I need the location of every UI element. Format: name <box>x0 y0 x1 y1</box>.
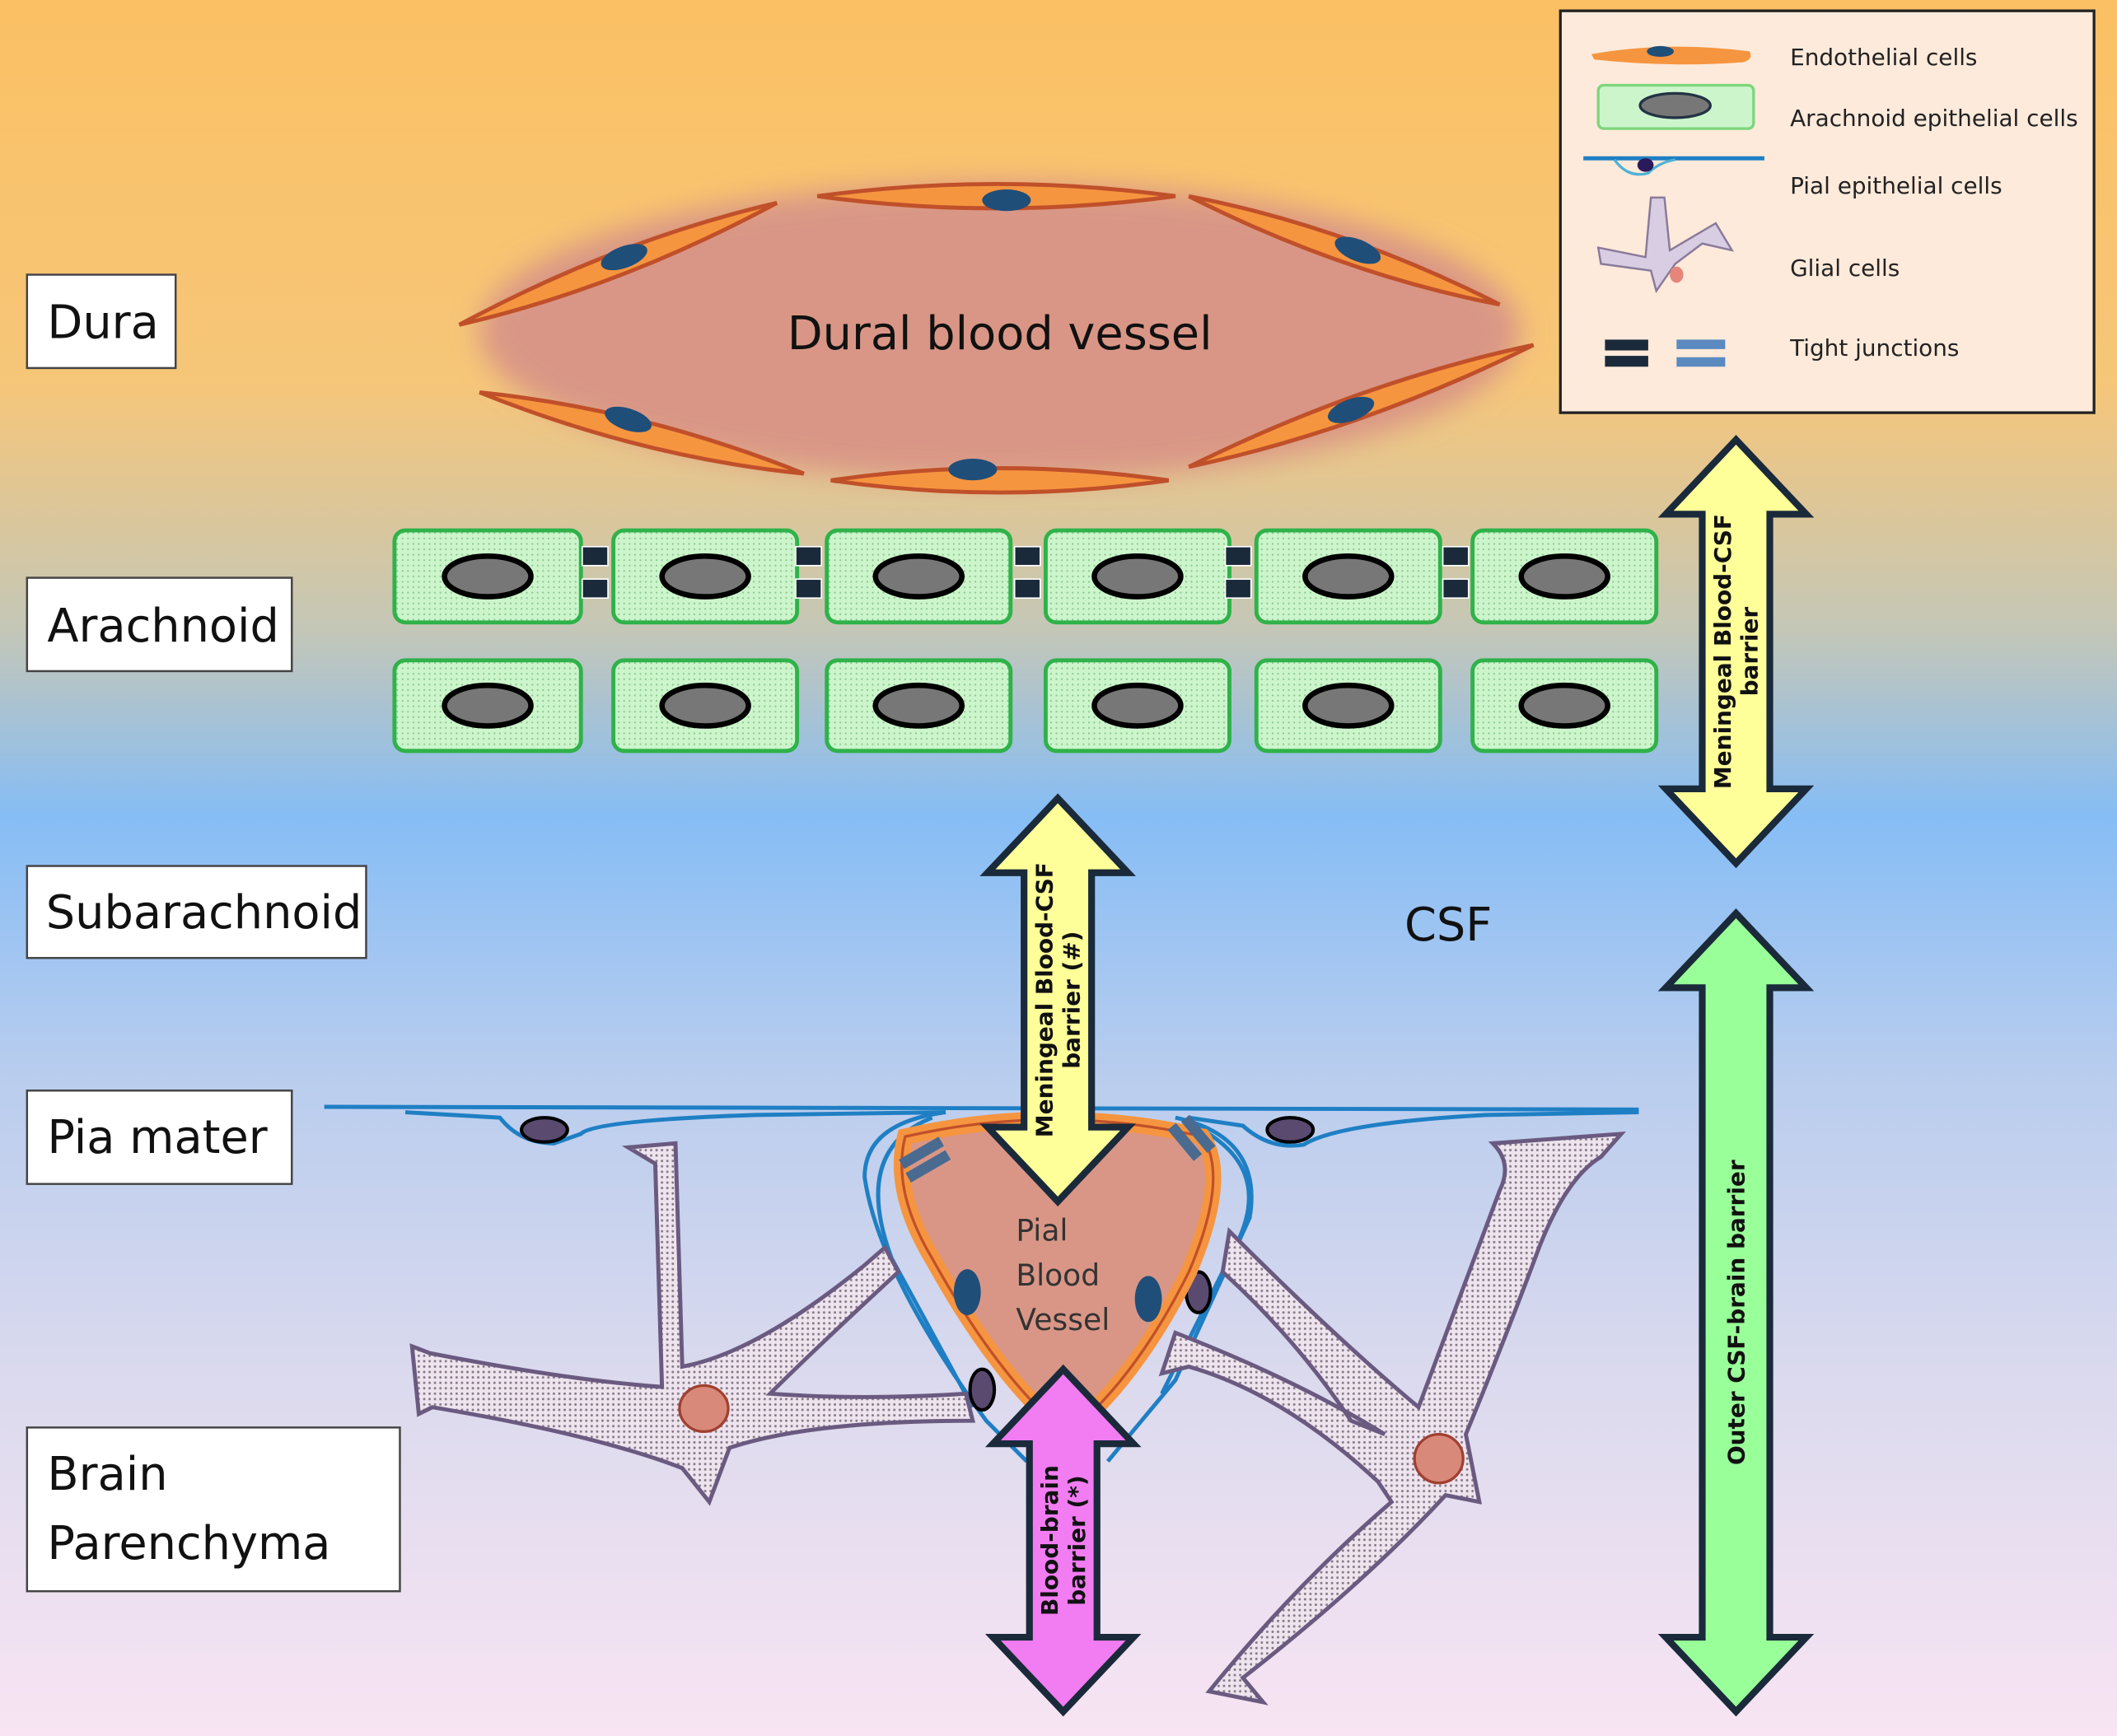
arachnoid-nucleus <box>1091 553 1184 600</box>
endothelial-nucleus <box>982 189 1031 212</box>
tight-junction-icon <box>1605 339 1726 367</box>
pial-cell-nucleus <box>520 1116 569 1144</box>
endothelial-nucleus <box>953 1269 981 1316</box>
arachnoid-nucleus <box>659 553 751 600</box>
blood-brain-barrier-arrow-label-1: Blood-brain <box>1036 1465 1063 1616</box>
svg-text:Arachnoid: Arachnoid <box>47 600 279 653</box>
arachnoid-nucleus <box>1518 553 1610 600</box>
tight-junction-icon <box>1167 1122 1203 1161</box>
endothelial-cell-icon <box>1591 45 1751 65</box>
pial-cell-nucleus <box>968 1367 997 1412</box>
tight-junction <box>1442 578 1470 600</box>
layer-label-brain-parenchyma: Brain Parenchyma <box>26 1426 401 1593</box>
layer-label-subarachnoid: Subarachnoid <box>26 865 367 959</box>
svg-text:Pia mater: Pia mater <box>47 1111 267 1164</box>
meningeal-blood-csf-barrier-arrow-right-label-2: barrier <box>1736 607 1764 697</box>
tight-junction <box>1013 545 1041 567</box>
dural-blood-vessel: Dural blood vessel <box>458 182 1535 495</box>
outer-csf-brain-barrier-arrow-label-1: Outer CSF-brain barrier <box>1722 1160 1750 1465</box>
tight-junction <box>795 578 822 600</box>
tight-junction <box>582 578 609 600</box>
endothelial-nucleus <box>601 244 647 271</box>
endothelial-cell <box>830 466 1170 495</box>
endothelial-cells <box>458 182 1535 495</box>
meningeal-blood-csf-barrier-arrow-middle-label-1: Meningeal Blood-CSF <box>1031 862 1058 1137</box>
svg-text:Dura: Dura <box>47 296 158 350</box>
svg-text:Parenchyma: Parenchyma <box>47 1517 330 1570</box>
pial-cell-nucleus <box>1265 1116 1316 1144</box>
pial-blood-vessel: Pial Blood Vessel <box>893 1111 1222 1445</box>
layer-label-pia-mater: Pia mater <box>26 1090 293 1185</box>
tight-junction <box>1013 578 1041 600</box>
endothelial-nucleus <box>1334 236 1381 264</box>
tight-junction <box>582 545 609 567</box>
svg-text:Subarachnoid: Subarachnoid <box>46 886 362 940</box>
legend-label-arachnoid: Arachnoid epithelial cells <box>1790 105 2078 132</box>
legend: Endothelial cells Arachnoid epithelial c… <box>1559 9 2096 414</box>
arachnoid-nucleus <box>1091 682 1184 729</box>
pial-vessel-label-3: Vessel <box>1016 1302 1110 1337</box>
blood-brain-barrier-arrow-shape <box>984 1364 1142 1717</box>
tight-junction-icon <box>1180 1114 1216 1153</box>
meningeal-blood-csf-barrier-arrow-right-shape <box>1657 435 1815 869</box>
legend-label-endothelial: Endothelial cells <box>1790 44 1977 71</box>
legend-label-tight-junctions: Tight junctions <box>1789 334 1959 362</box>
endothelial-nucleus <box>605 406 652 432</box>
legend-label-glial: Glial cells <box>1790 254 1900 282</box>
tight-junction-icon <box>905 1150 951 1183</box>
tight-junction <box>1224 578 1252 600</box>
arachnoid-nucleus <box>1518 682 1610 729</box>
endothelial-nucleus <box>1327 396 1375 423</box>
layer-label-arachnoid: Arachnoid <box>26 576 293 673</box>
arachnoid-nucleus <box>442 553 534 600</box>
glial-cell-right <box>1158 1131 1626 1706</box>
tight-junction <box>795 545 822 567</box>
csf-label: CSF <box>1404 898 1492 952</box>
arachnoid-nucleus <box>1302 553 1395 600</box>
endothelial-nucleus <box>1134 1276 1162 1323</box>
glial-cell-left <box>409 1141 976 1506</box>
arachnoid-nucleus <box>442 682 534 729</box>
pia-mater-layer <box>324 1104 1639 1463</box>
tight-junction-icon <box>899 1136 944 1169</box>
arachnoid-nucleus <box>1302 682 1395 729</box>
dural-vessel-label: Dural blood vessel <box>787 307 1213 361</box>
meningeal-blood-csf-barrier-arrow-middle-label-2: barrier (#) <box>1058 931 1085 1069</box>
arachnoid-nucleus <box>659 682 751 729</box>
glial-cell-icon <box>1596 196 1735 294</box>
arachnoid-nucleus <box>872 682 965 729</box>
pial-cell-icon <box>1583 156 1764 176</box>
pial-vessel-label-1: Pial <box>1016 1213 1068 1248</box>
legend-label-pial: Pial epithelial cells <box>1790 172 2003 199</box>
outer-csf-brain-barrier-arrow-shape <box>1657 908 1815 1717</box>
svg-text:Brain: Brain <box>47 1448 167 1501</box>
endothelial-nucleus <box>948 458 998 481</box>
tight-junction <box>1442 545 1470 567</box>
arachnoid-nucleus <box>872 553 965 600</box>
arachnoid-epithelial-cells <box>392 528 1659 754</box>
layer-label-dura: Dura <box>26 273 177 370</box>
outer-csf-brain-barrier-arrow: Outer CSF-brain barrier <box>1657 908 1815 1717</box>
meningeal-blood-csf-barrier-arrow-right-label-1: Meningeal Blood-CSF <box>1709 514 1736 789</box>
pial-vessel-label-2: Blood <box>1016 1258 1100 1293</box>
blood-brain-barrier-arrow-label-2: barrier (*) <box>1063 1475 1091 1605</box>
endothelial-cell <box>479 390 805 476</box>
arachnoid-cell-icon <box>1596 83 1755 130</box>
tight-junction <box>1224 545 1252 567</box>
meningeal-blood-csf-barrier-arrow-middle-shape <box>979 793 1136 1206</box>
